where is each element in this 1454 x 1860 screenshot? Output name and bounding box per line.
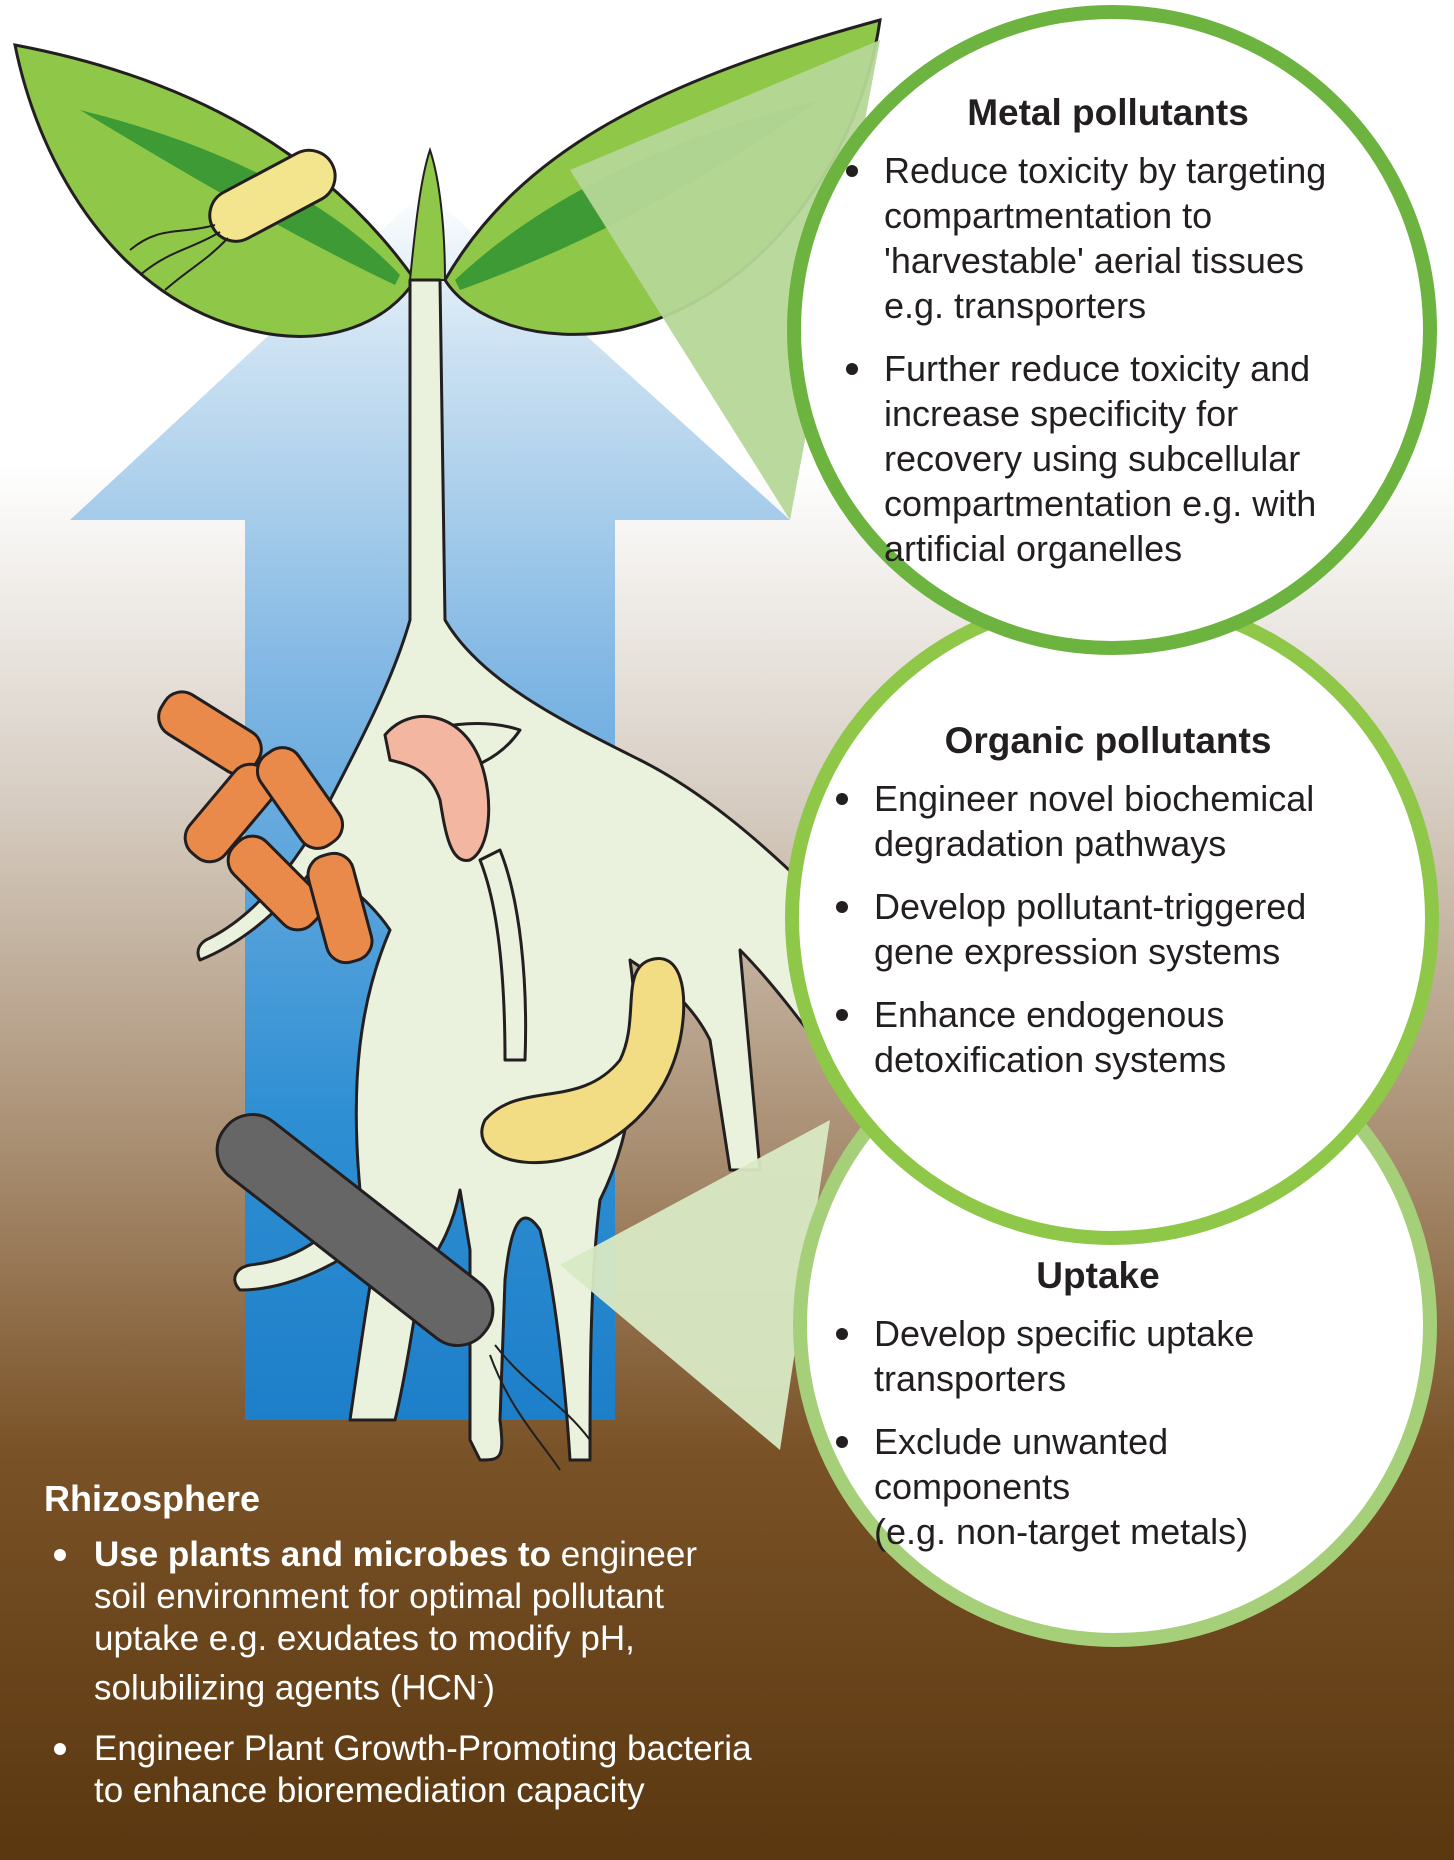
- uptake-panel: Uptake Develop specific uptake transport…: [828, 1255, 1368, 1572]
- uptake-list: Develop specific uptake transporters Exc…: [828, 1311, 1368, 1554]
- uptake-title: Uptake: [828, 1255, 1368, 1297]
- metal-bullet-1: Reduce toxicity by targeting compartment…: [838, 148, 1378, 328]
- rhizosphere-bullet-1: Use plants and microbes to engineer soil…: [44, 1534, 864, 1710]
- organic-bullet-3: Enhance endogenous detoxification system…: [828, 992, 1388, 1082]
- organic-bullet-1: Engineer novel biochemical degradation p…: [828, 776, 1388, 866]
- metal-bullet-2: Further reduce toxicity and increase spe…: [838, 346, 1378, 571]
- rhizosphere-bullet-1-bold: Use plants and microbes to: [94, 1535, 551, 1574]
- uptake-bullet-1: Develop specific uptake transporters: [828, 1311, 1368, 1401]
- metal-title: Metal pollutants: [838, 92, 1378, 134]
- metal-list: Reduce toxicity by targeting compartment…: [838, 148, 1378, 571]
- organic-title: Organic pollutants: [828, 720, 1388, 762]
- rhizosphere-title: Rhizosphere: [44, 1478, 864, 1520]
- rhizosphere-panel: Rhizosphere Use plants and microbes to e…: [44, 1478, 864, 1830]
- rhizosphere-bullet-1-end: ): [483, 1669, 495, 1708]
- rhizosphere-list: Use plants and microbes to engineer soil…: [44, 1534, 864, 1812]
- organic-list: Engineer novel biochemical degradation p…: [828, 776, 1388, 1082]
- rhizosphere-bullet-2: Engineer Plant Growth-Promoting bacteria…: [44, 1728, 864, 1812]
- uptake-bullet-2: Exclude unwanted components (e.g. non-ta…: [828, 1419, 1368, 1554]
- metal-panel: Metal pollutants Reduce toxicity by targ…: [838, 92, 1378, 589]
- organic-panel: Organic pollutants Engineer novel bioche…: [828, 720, 1388, 1100]
- organic-bullet-2: Develop pollutant-triggered gene express…: [828, 884, 1388, 974]
